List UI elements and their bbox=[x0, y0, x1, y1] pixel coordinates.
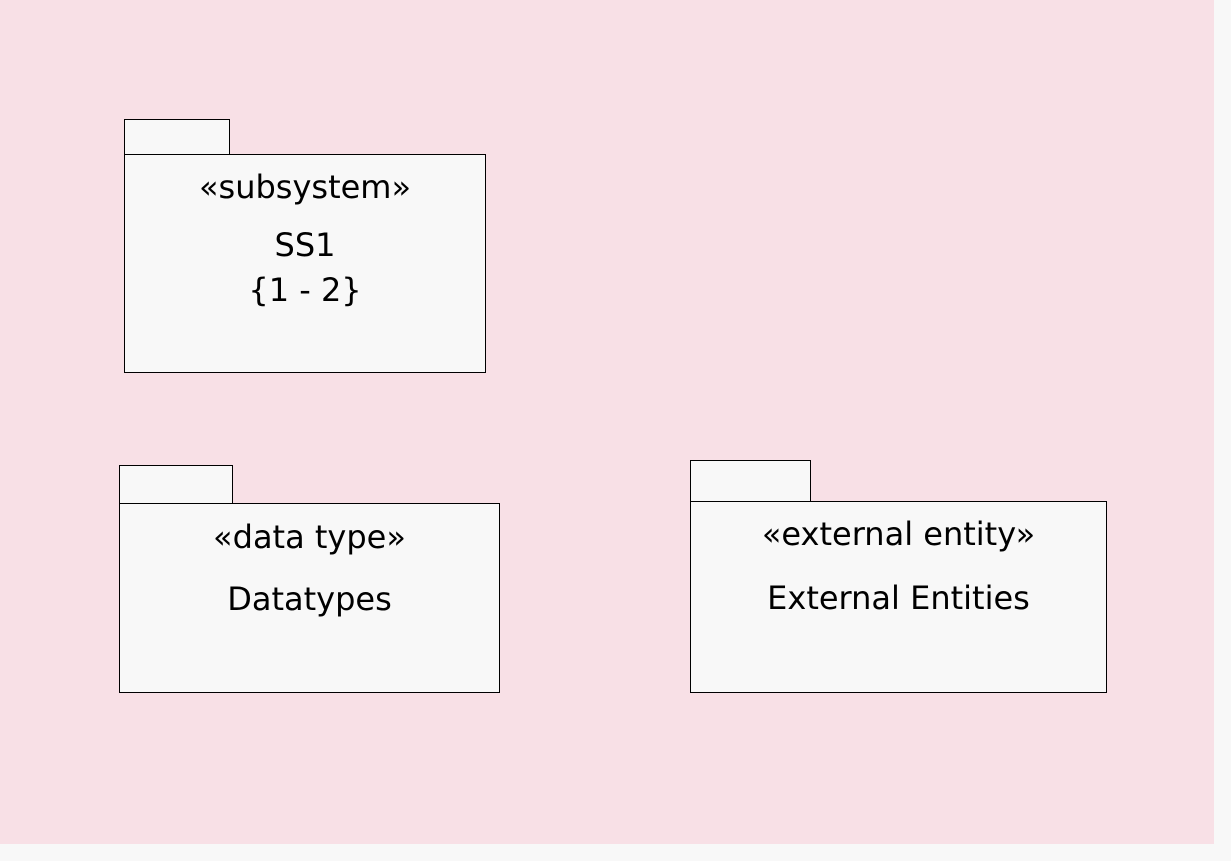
package-datatypes-name: Datatypes bbox=[227, 580, 392, 618]
package-external-entities-stereotype: «external entity» bbox=[761, 515, 1036, 553]
package-external-entities-tab[interactable] bbox=[690, 460, 811, 503]
diagram-canvas: «subsystem» SS1 {1 - 2} «data type» Data… bbox=[0, 0, 1214, 844]
package-ss1-name: SS1 bbox=[274, 226, 336, 264]
package-datatypes-tab[interactable] bbox=[119, 465, 233, 505]
package-ss1-tab[interactable] bbox=[124, 119, 230, 156]
package-ss1[interactable]: «subsystem» SS1 {1 - 2} bbox=[124, 154, 486, 373]
package-ss1-range: {1 - 2} bbox=[248, 271, 362, 309]
package-external-entities-name: External Entities bbox=[767, 579, 1030, 617]
package-datatypes[interactable]: «data type» Datatypes bbox=[119, 503, 500, 693]
package-ss1-stereotype: «subsystem» bbox=[198, 168, 412, 206]
package-external-entities[interactable]: «external entity» External Entities bbox=[690, 501, 1107, 693]
package-datatypes-stereotype: «data type» bbox=[213, 518, 406, 556]
